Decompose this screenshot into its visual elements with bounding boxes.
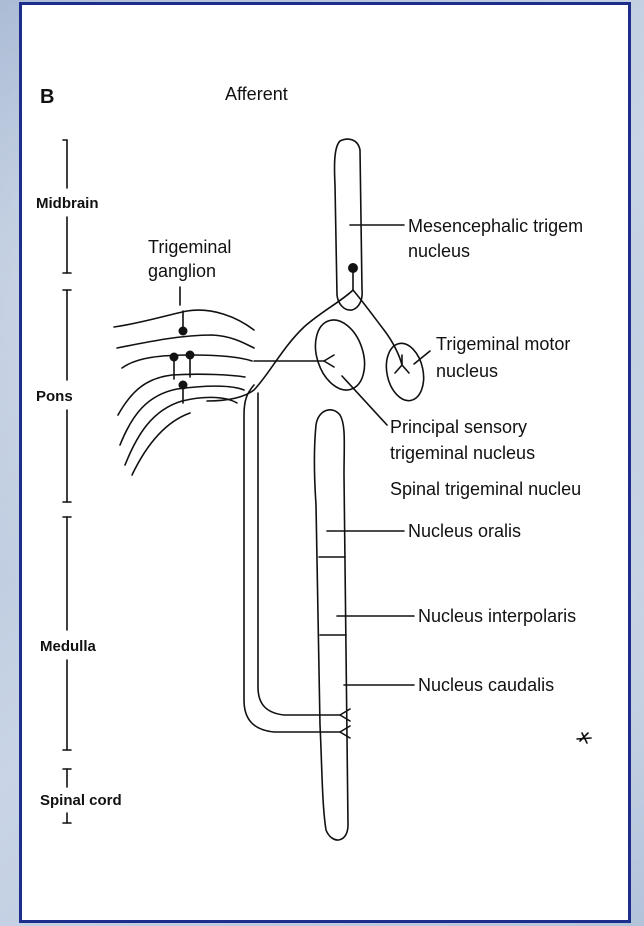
fiber-2 (117, 335, 254, 348)
ganglion-label-line2: ganglion (148, 261, 216, 281)
spinal-tract-inner (258, 393, 340, 715)
spinal-terminal-upper (340, 709, 350, 721)
scan-artifact-mark (577, 733, 591, 743)
ganglion-label-line1: Trigeminal (148, 237, 231, 257)
principal-label-line1: Principal sensory (390, 417, 527, 437)
trigeminal-motor-nucleus-outline (381, 340, 428, 404)
fiber-7 (132, 413, 190, 475)
cell-body-1 (179, 327, 188, 336)
central-axon-main (207, 290, 353, 401)
motor-label-line2: nucleus (436, 361, 498, 381)
figure-frame: B Afferent Midbrain Pons Medulla Spinal … (19, 2, 631, 923)
motor-label-line1: Trigeminal motor (436, 334, 570, 354)
level-spinal-cord: Spinal cord (40, 792, 122, 809)
principal-label-line2: trigeminal nucleus (390, 443, 535, 463)
level-pons: Pons (36, 388, 73, 405)
cell-body-2 (170, 353, 179, 362)
spinal-trigeminal-nucleus-outline (315, 410, 349, 840)
trigeminal-afferent-diagram: B Afferent Midbrain Pons Medulla Spinal … (22, 5, 628, 920)
spinal-nucleus-label: Spinal trigeminal nucleu (390, 479, 581, 499)
principal-leader (342, 376, 387, 425)
principal-terminal (324, 355, 334, 367)
cell-body-3 (186, 351, 195, 360)
diagram-title: Afferent (225, 84, 288, 104)
level-scale (63, 140, 71, 823)
mesencephalic-label-line2: nucleus (408, 241, 470, 261)
motor-terminal (395, 355, 409, 373)
level-midbrain: Midbrain (36, 195, 99, 212)
interpolaris-label: Nucleus interpolaris (418, 606, 576, 626)
panel-letter: B (40, 86, 54, 108)
mesencephalic-label-line1: Mesencephalic trigem (408, 216, 583, 236)
principal-sensory-nucleus-outline (307, 314, 373, 397)
fiber-4 (118, 374, 245, 415)
oralis-label: Nucleus oralis (408, 521, 521, 541)
cell-body-4 (179, 381, 188, 390)
level-medulla: Medulla (40, 638, 96, 655)
caudalis-label: Nucleus caudalis (418, 675, 554, 695)
spinal-terminal-lower (340, 726, 350, 738)
